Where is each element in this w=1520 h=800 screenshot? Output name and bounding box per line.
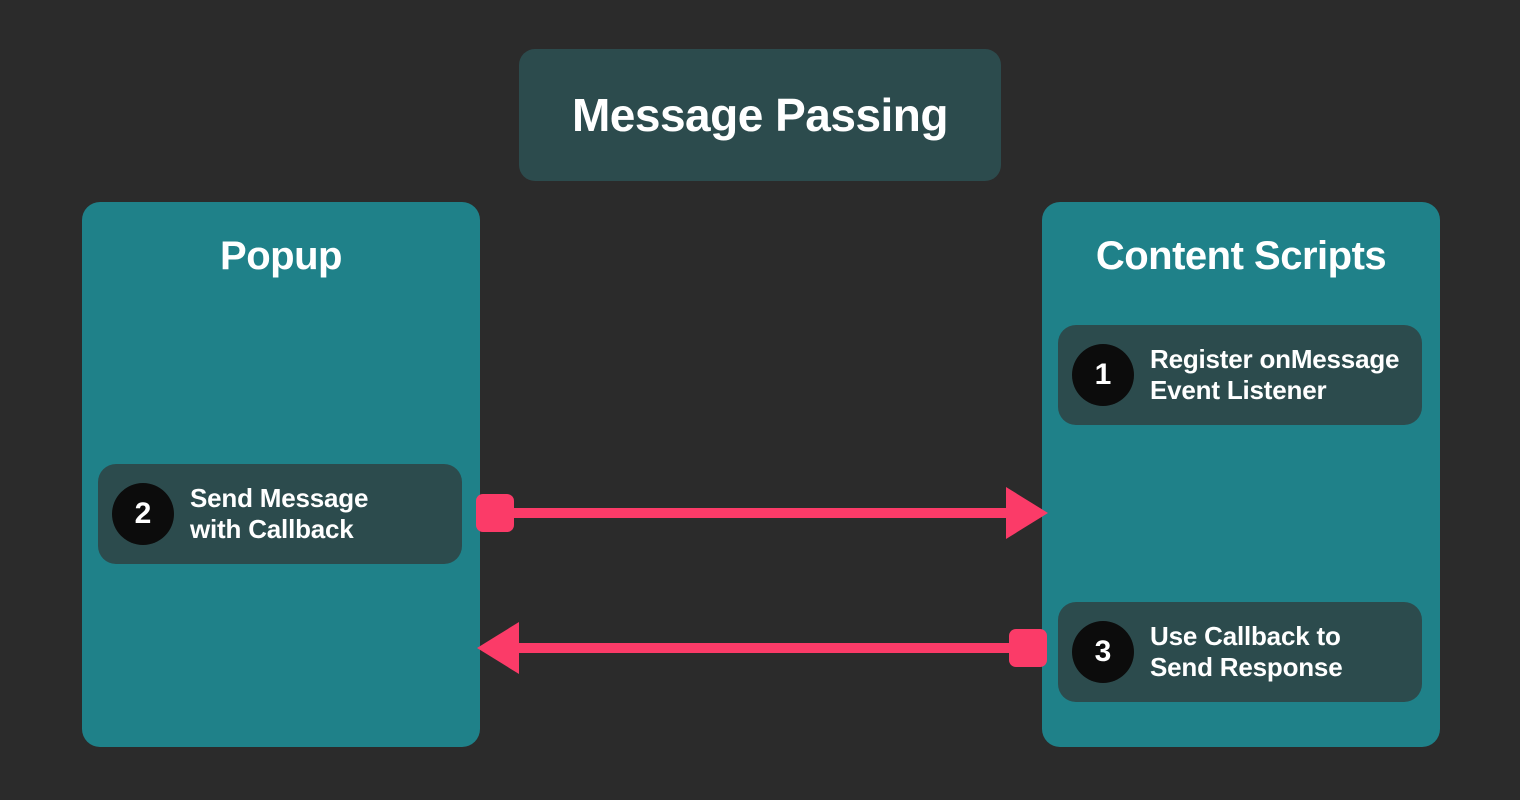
step-label-3: Use Callback to Send Response <box>1150 621 1343 682</box>
diagram-title-banner: Message Passing <box>519 49 1001 181</box>
step-label-2: Send Message with Callback <box>190 483 369 544</box>
step-card-1: 1 Register onMessage Event Listener <box>1058 325 1422 425</box>
arrow-popup-to-content-head-icon <box>1006 487 1048 539</box>
panel-popup: Popup 2 Send Message with Callback <box>82 202 480 747</box>
arrow-content-to-popup-head-icon <box>477 622 519 674</box>
panel-popup-title: Popup <box>220 234 342 278</box>
step-badge-1: 1 <box>1072 344 1134 406</box>
arrow-content-to-popup-origin-marker <box>1009 629 1047 667</box>
panel-content-scripts: Content Scripts 1 Register onMessage Eve… <box>1042 202 1440 747</box>
step-card-2: 2 Send Message with Callback <box>98 464 462 564</box>
step-badge-3: 3 <box>1072 621 1134 683</box>
arrow-popup-to-content-line <box>514 508 1012 518</box>
arrow-content-to-popup-line <box>511 643 1011 653</box>
step-card-3: 3 Use Callback to Send Response <box>1058 602 1422 702</box>
step-label-1: Register onMessage Event Listener <box>1150 344 1400 405</box>
diagram-title: Message Passing <box>571 89 949 141</box>
panel-content-scripts-title: Content Scripts <box>1095 234 1387 278</box>
arrow-popup-to-content-origin-marker <box>476 494 514 532</box>
step-badge-2: 2 <box>112 483 174 545</box>
